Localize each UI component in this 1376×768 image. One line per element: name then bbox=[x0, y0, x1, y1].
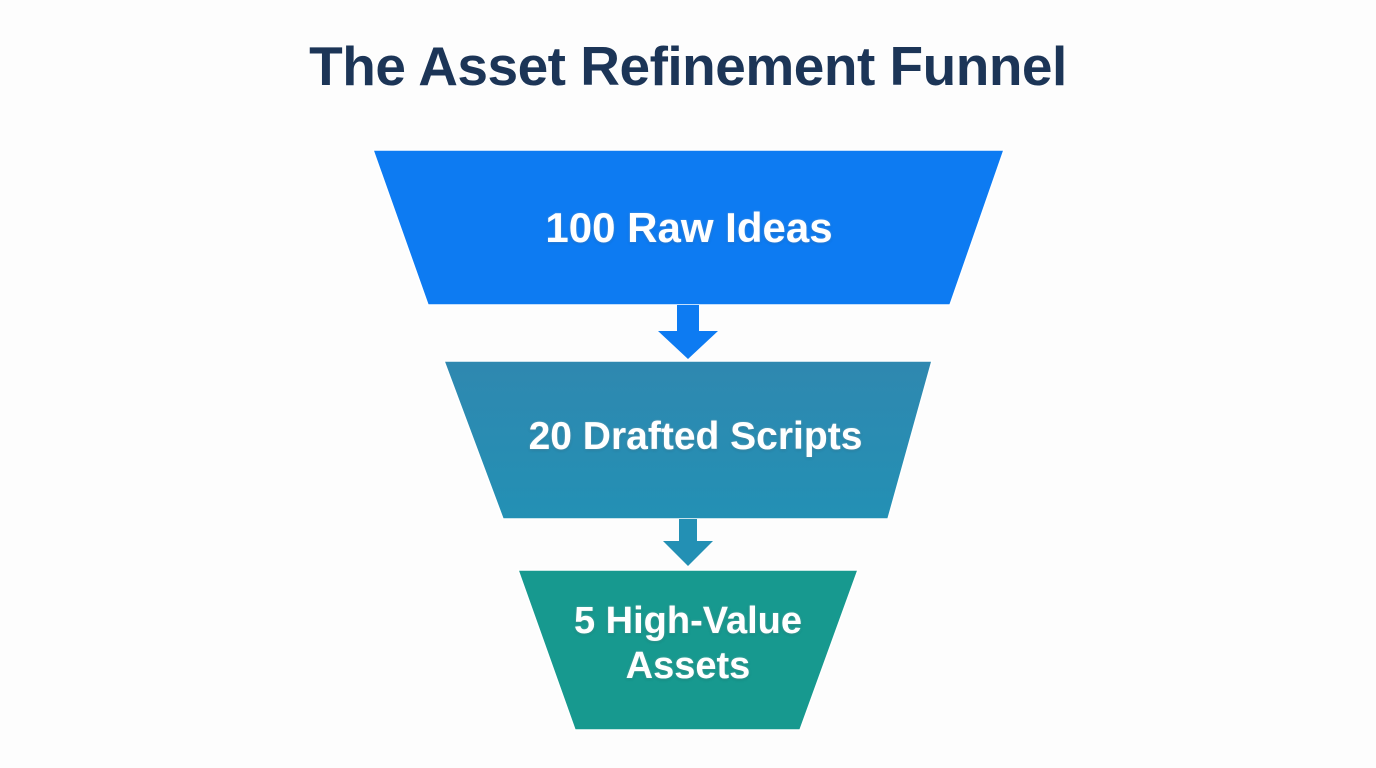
page-title: The Asset Refinement Funnel bbox=[309, 35, 1067, 97]
funnel-connector-2-arrow-icon bbox=[663, 519, 713, 566]
funnel-stage-3-shape[interactable] bbox=[516, 569, 860, 731]
funnel-connector-1-arrow-icon bbox=[658, 305, 718, 359]
funnel-stage-2-shape[interactable] bbox=[442, 360, 933, 520]
funnel-stage-1-shape[interactable] bbox=[371, 149, 1006, 306]
